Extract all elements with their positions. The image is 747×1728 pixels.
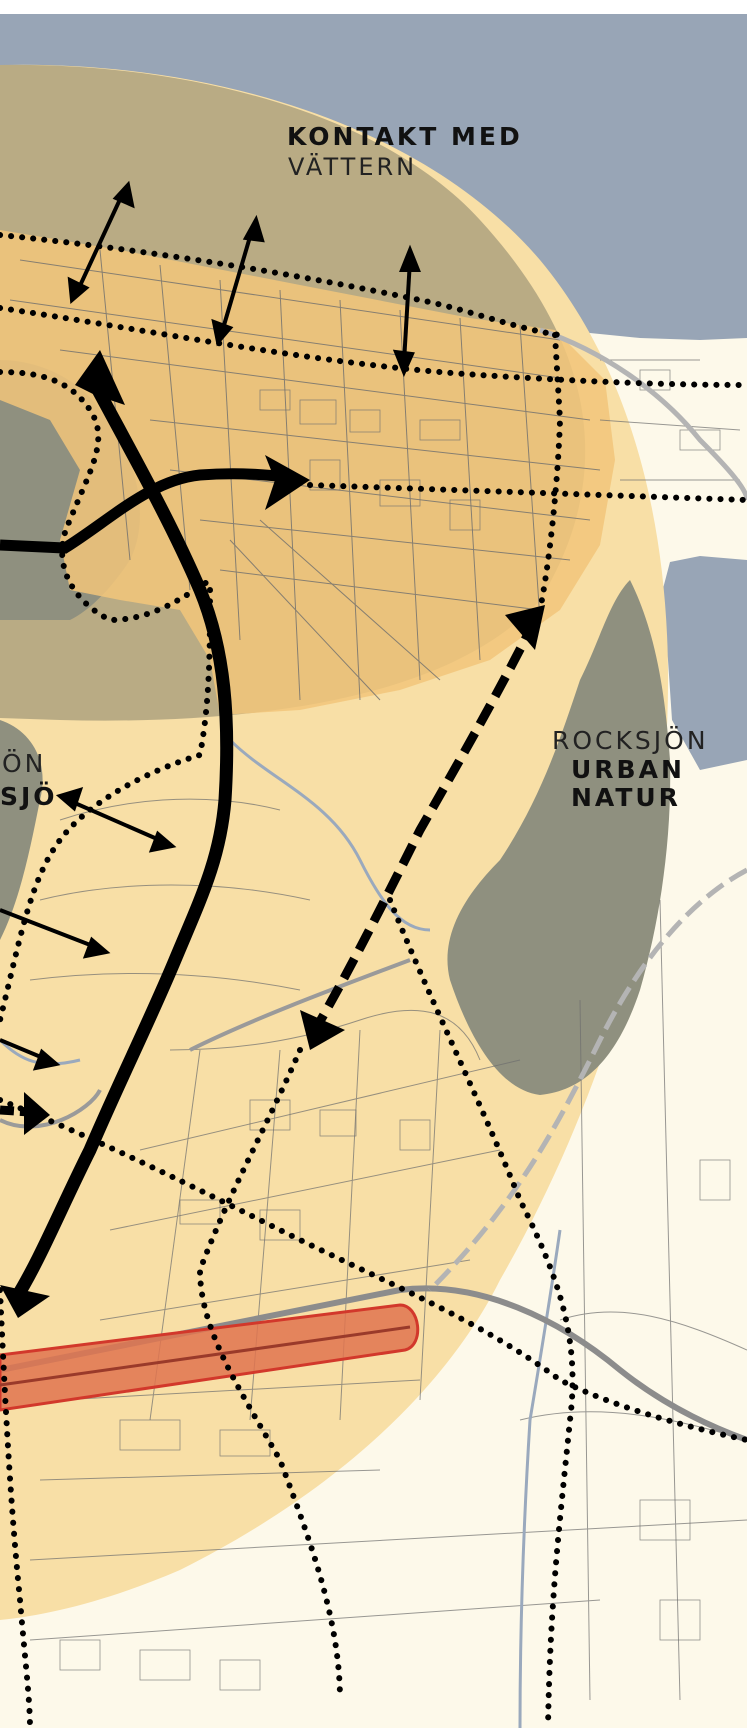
route-main-black (9, 371, 234, 1304)
route-west-loop (0, 587, 213, 1023)
label-kontakt-line1: KONTAKT MED (287, 122, 523, 151)
label-left-partial-line2: SJÖ (0, 781, 58, 811)
route-far-west (0, 1287, 33, 1728)
route-dashed-link (311, 617, 540, 1033)
route-park-arrow (0, 468, 296, 554)
railway-curve (428, 867, 747, 1292)
route-park-arrowhead (265, 455, 310, 510)
lake-arrow-1 (76, 194, 124, 291)
road-grey (189, 958, 411, 1052)
route-dashed-arrowhead-north (505, 605, 545, 650)
lake-arrow-2 (220, 229, 254, 333)
station-track (0, 1325, 411, 1387)
route-shore-south (0, 305, 747, 388)
route-main-arrowhead-north (75, 350, 125, 405)
route-east-vertical (537, 332, 564, 613)
building-blocks (59, 369, 731, 1691)
stream (228, 738, 431, 932)
lake-arrow-3 (402, 259, 412, 363)
label-rocksjon-line2: URBAN (571, 755, 685, 784)
route-east-west-mid (307, 482, 747, 503)
route-diagonal-south (0, 1097, 747, 1443)
west-contact-arrows (0, 786, 177, 1071)
label-left-partial-line1: ÖN (2, 749, 46, 778)
label-kontakt-line2: VÄTTERN (288, 152, 417, 181)
dotted-routes (0, 232, 747, 1728)
lake-contact-arrows (67, 180, 421, 378)
label-rocksjon-line3: NATUR (571, 783, 681, 812)
top-margin (0, 0, 747, 14)
rocksjon-green (447, 580, 671, 1095)
west-arrow-2 (0, 908, 99, 950)
route-park-loop (0, 369, 213, 624)
route-dashed-arrowhead-south (300, 1010, 345, 1050)
south-streets (29, 359, 747, 1701)
stream-west (0, 1038, 81, 1066)
coast-road (539, 327, 747, 501)
station-area (0, 1303, 420, 1412)
route-southwest (196, 1047, 343, 1703)
west-arrow-1 (67, 798, 165, 844)
left-water (0, 720, 43, 940)
road-grey-west (0, 1088, 102, 1129)
city-core (0, 230, 615, 715)
route-main-arrowhead-south (0, 1285, 50, 1318)
lake-right (660, 556, 747, 770)
stream-south (518, 1229, 562, 1728)
street-grid (9, 249, 601, 701)
west-thick-arrowhead (24, 1092, 50, 1135)
label-rocksjon-line1: ROCKSJÖN (552, 726, 709, 755)
